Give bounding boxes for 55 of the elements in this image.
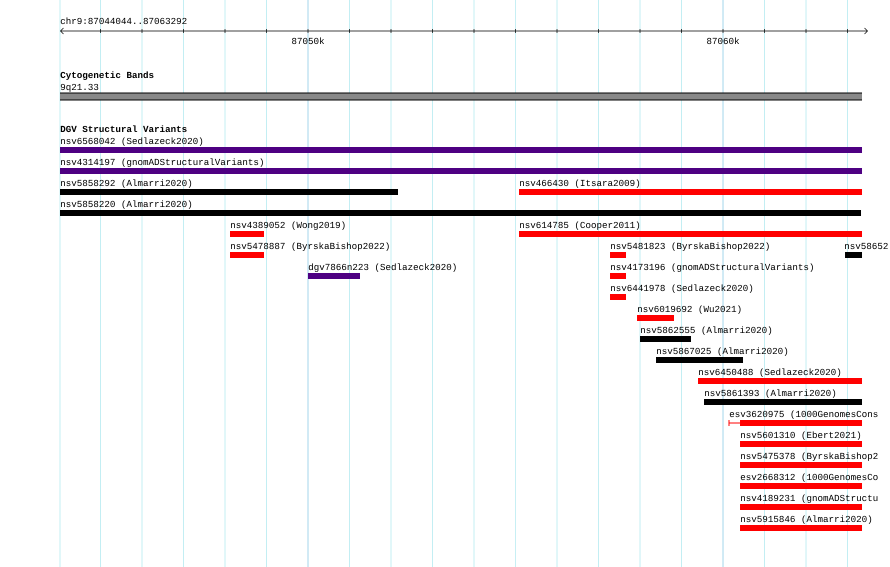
node-label: esv3620975 (1000GenomesCons [730,410,878,419]
axis-label: chr9:87044044..87063292 [60,17,187,24]
variant-bar: nsv6019692 (Wu2021) [637,305,741,321]
variant-bar: nsv5601310 (Ebert2021) [740,431,862,447]
variant-bar: nsv58652 [845,242,888,258]
track-title: Cytogenetic Bands [60,71,154,80]
variant-bar: nsv4389052 (Wong2019) [230,221,345,237]
node-label: dgv7866n223 (Sedlazeck2020) [308,263,456,272]
variant-bar: nsv6450488 (Sedlazeck2020) [698,368,862,384]
variant-bar: nsv5475378 (ByrskaBishop2 [740,452,878,468]
variant-bar: nsv5867025 (Almarri2020) [656,347,788,363]
variant-bar: nsv614785 (Cooper2011) [519,221,862,237]
node-label: nsv5601310 (Ebert2021) [741,431,860,440]
variant-bar: esv2668312 (1000GenomesCo [740,473,878,489]
node-label: nsv58652 [845,242,888,250]
node-label: nsv4189231 (gnomADStructu [741,494,878,503]
node-label: nsv5858292 (Almarri2020) [61,179,192,188]
variant-bar: nsv4189231 (gnomADStructu [740,494,878,510]
cytoband-bar: 9q21.33 [60,84,863,100]
node-label: nsv6019692 (Wu2021) [638,305,741,314]
node-label: nsv4173196 (gnomADStructuralVariants) [611,263,813,272]
variant-bar: nsv5915846 (Almarri2020) [740,515,872,531]
variant-bar: nsv6441978 (Sedlazeck2020) [610,284,752,300]
variant-bar: nsv5481823 (ByrskaBishop2022) [610,242,769,258]
variant-bar: nsv5862555 (Almarri2020) [640,326,772,342]
node-label: nsv466430 (Itsara2009) [520,179,640,188]
node-label: nsv5481823 (ByrskaBishop2022) [611,242,769,251]
node-label: nsv5861393 (Almarri2020) [705,389,836,398]
node-label: nsv614785 (Cooper2011) [520,221,640,230]
node-label: nsv5862555 (Almarri2020) [641,326,772,335]
node-label: nsv5867025 (Almarri2020) [657,347,788,356]
node-label: nsv6450488 (Sedlazeck2020) [699,368,840,377]
node-label: nsv5475378 (ByrskaBishop2 [741,452,878,461]
tick-label: 87060k [707,37,740,44]
variant-bar: nsv6568042 (Sedlazeck2020) [60,137,862,153]
tick-label: 87050k [292,37,324,44]
variant-bar: esv3620975 (1000GenomesCons [728,410,878,426]
variant-bar: nsv5478887 (ByrskaBishop2022) [230,242,389,258]
variant-bar: nsv5858292 (Almarri2020) [60,179,398,195]
variant-bar: nsv5861393 (Almarri2020) [704,389,862,405]
node-label: nsv5915846 (Almarri2020) [741,515,872,524]
variant-bar: nsv4173196 (gnomADStructuralVariants) [610,263,813,279]
node-label: nsv6441978 (Sedlazeck2020) [611,284,752,293]
node-label: 9q21.33 [60,84,98,92]
track-title: DGV Structural Variants [60,125,187,132]
variant-bar: dgv7866n223 (Sedlazeck2020) [308,263,456,279]
node-label: nsv5858220 (Almarri2020) [61,200,192,209]
node-label: nsv5478887 (ByrskaBishop2022) [231,242,389,251]
variant-bar: nsv5858220 (Almarri2020) [60,200,862,216]
variant-bar: nsv4314197 (gnomADStructuralVariants) [60,158,862,174]
variant-bar: nsv466430 (Itsara2009) [519,179,862,195]
node-label: nsv6568042 (Sedlazeck2020) [61,137,202,146]
node-label: esv2668312 (1000GenomesCo [740,473,878,482]
node-label: nsv4314197 (gnomADStructuralVariants) [61,158,263,167]
node-label: nsv4389052 (Wong2019) [231,221,345,230]
